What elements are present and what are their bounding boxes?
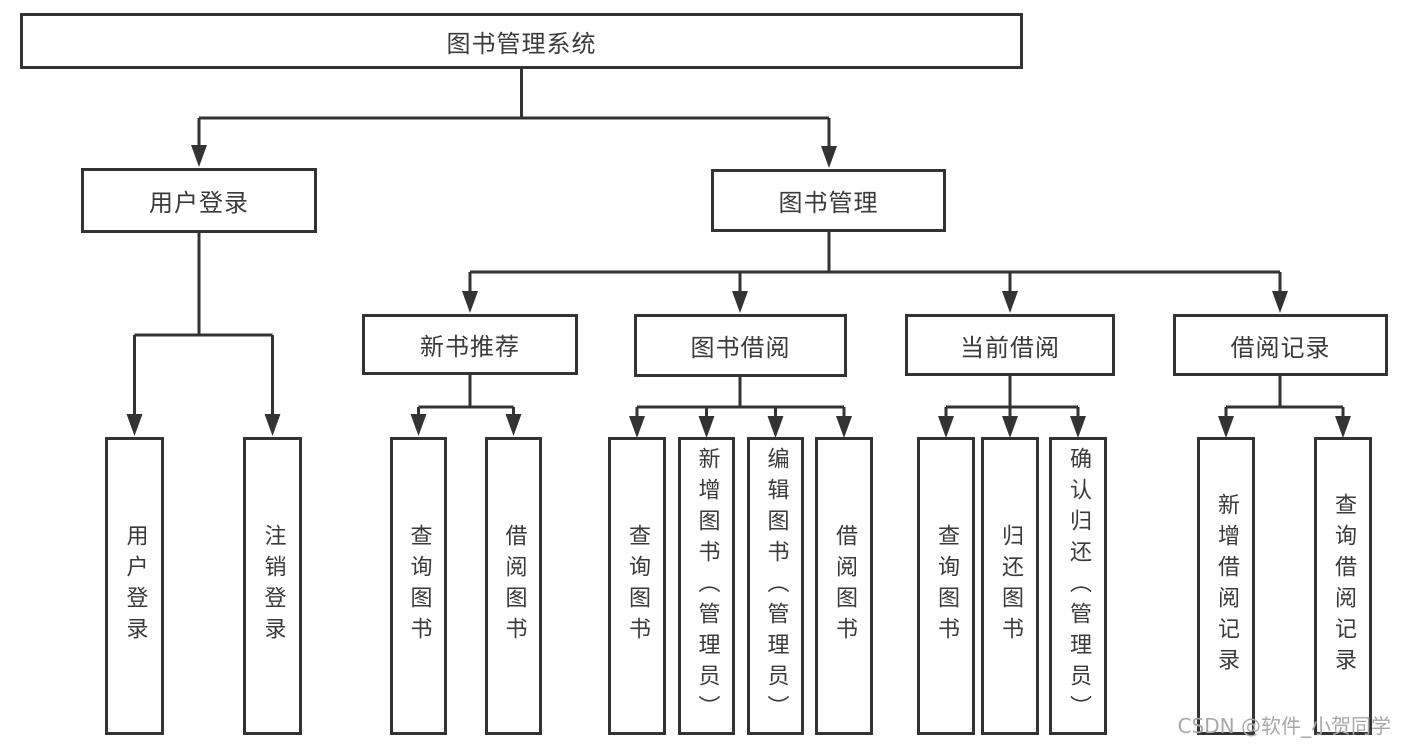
node-leaf-query-books-1: 查询图书: [390, 437, 447, 735]
node-new-book-recommend: 新书推荐: [362, 314, 578, 375]
node-label: 新增借阅记录: [1214, 493, 1239, 679]
node-current-borrowing: 当前借阅: [905, 314, 1115, 376]
arrow-icon: [1218, 416, 1234, 438]
node-user-login: 用户登录: [81, 168, 317, 233]
node-borrow-records: 借阅记录: [1173, 314, 1388, 376]
csdn-watermark: CSDN @软件_小贺同学: [1177, 714, 1391, 738]
node-label: 图书借阅: [690, 334, 791, 362]
node-leaf-borrow-books-2: 借阅图书: [815, 437, 873, 735]
node-leaf-user-login: 用户登录: [105, 437, 164, 735]
node-label: 查询图书: [406, 524, 432, 648]
node-label: 借阅图书: [501, 524, 527, 648]
arrow-icon: [264, 414, 281, 436]
node-label: 当前借阅: [960, 333, 1060, 362]
node-label: 查询借阅记录: [1331, 493, 1356, 679]
node-leaf-confirm-return-admin: 确认归还（管理员）: [1049, 437, 1107, 735]
node-book-borrowing: 图书借阅: [634, 314, 847, 377]
node-leaf-query-books-3: 查询图书: [917, 437, 975, 735]
node-label: 图书管理系统: [446, 29, 597, 58]
node-leaf-add-borrow-record: 新增借阅记录: [1197, 437, 1255, 735]
arrow-icon: [1002, 291, 1018, 313]
node-label: 借阅图书: [832, 524, 857, 648]
arrow-icon: [821, 146, 837, 168]
arrow-icon: [126, 414, 143, 436]
node-label: 用户登录: [122, 524, 148, 648]
node-leaf-add-book-admin: 新增图书（管理员）: [678, 437, 735, 735]
node-label: 查询图书: [934, 524, 959, 648]
arrow-icon: [1070, 416, 1086, 438]
arrow-icon: [1002, 416, 1018, 438]
arrow-icon: [767, 416, 784, 438]
arrow-icon: [1335, 416, 1351, 438]
node-leaf-query-books-2: 查询图书: [608, 437, 666, 735]
node-label: 新书推荐: [420, 333, 520, 361]
node-leaf-edit-book-admin: 编辑图书（管理员）: [747, 437, 804, 735]
node-label: 查询图书: [625, 524, 650, 648]
node-label: 用户登录: [149, 189, 249, 217]
node-root-title: 图书管理系统: [20, 13, 1023, 69]
node-label: 图书管理: [778, 189, 879, 217]
arrow-icon: [462, 291, 478, 313]
arrow-icon: [629, 416, 645, 438]
arrow-icon: [732, 291, 748, 313]
arrow-icon: [1272, 291, 1288, 313]
node-label: 归还图书: [998, 524, 1023, 648]
node-leaf-return-books: 归还图书: [981, 437, 1039, 735]
node-leaf-logout: 注销登录: [243, 437, 302, 735]
arrow-icon: [410, 414, 427, 436]
node-label: 编辑图书（管理员）: [763, 446, 789, 726]
node-label: 注销登录: [260, 524, 286, 648]
node-label: 新增图书（管理员）: [694, 446, 720, 726]
node-book-management: 图书管理: [711, 169, 946, 232]
node-label: 确认归还（管理员）: [1066, 446, 1091, 726]
node-label: 借阅记录: [1230, 333, 1331, 362]
arrow-icon: [836, 416, 852, 438]
arrow-icon: [938, 416, 954, 438]
node-leaf-borrow-books-1: 借阅图书: [485, 437, 542, 735]
node-leaf-query-borrow-record: 查询借阅记录: [1314, 437, 1372, 735]
arrow-icon: [698, 416, 715, 438]
arrow-icon: [191, 145, 207, 167]
arrow-icon: [505, 414, 522, 436]
